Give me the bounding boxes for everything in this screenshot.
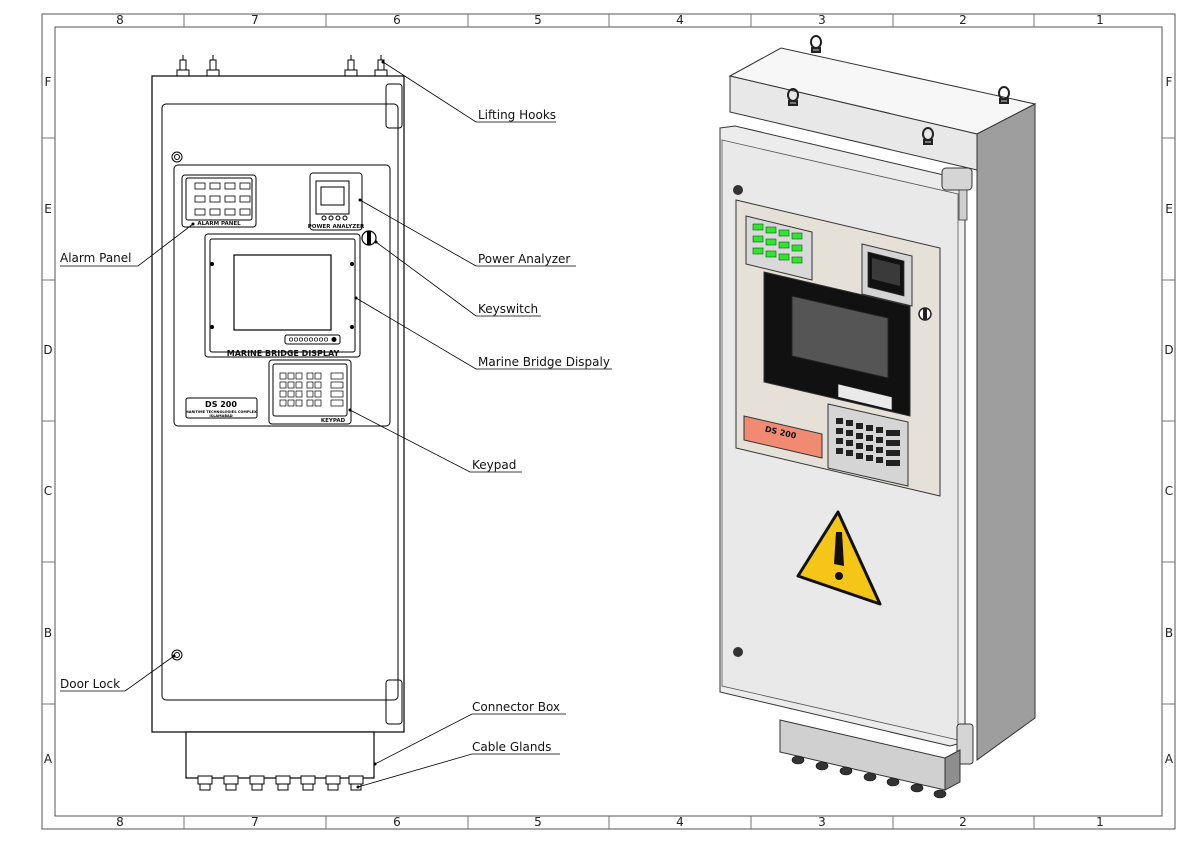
lifting-hook <box>176 55 190 77</box>
cable-gland <box>348 775 364 791</box>
connector-box <box>185 731 375 779</box>
row-label-left: D <box>43 343 52 357</box>
leader-lines <box>60 61 612 788</box>
cable-gland <box>249 775 265 791</box>
col-label-top: 4 <box>676 13 684 27</box>
col-label-top: 1 <box>1096 13 1104 27</box>
callout-connector-box: Connector Box <box>472 700 560 714</box>
col-label-top: 7 <box>251 13 259 27</box>
col-label-bottom: 4 <box>676 815 684 829</box>
col-label-top: 3 <box>818 13 826 27</box>
row-label-left: A <box>44 752 53 766</box>
row-label-left: C <box>44 484 52 498</box>
door-screw-iso-icon <box>733 185 743 195</box>
row-label-right: A <box>1165 752 1174 766</box>
col-label-bottom: 8 <box>116 815 124 829</box>
cable-glands-iso <box>791 755 947 799</box>
keypad-keys-iso <box>836 418 900 466</box>
callout-power-analyzer: Power Analyzer <box>478 252 570 266</box>
col-label-bottom: 1 <box>1096 815 1104 829</box>
callout-door-lock: Door Lock <box>60 677 120 691</box>
callout-lifting-hooks: Lifting Hooks <box>478 108 556 122</box>
isometric-view-cabinet: DS 200 <box>719 35 1037 799</box>
nameplate: DS 200 MARITIME TECHNOLOGIES COMPLEX ISL… <box>185 397 258 419</box>
keyswitch-icon <box>361 230 377 246</box>
warning-triangle-icon <box>796 510 882 606</box>
svg-text:POWER ANALYZER: POWER ANALYZER <box>308 224 365 230</box>
col-label-top: 8 <box>116 13 124 27</box>
row-label-right: F <box>1166 75 1173 89</box>
alarm-panel: ALARM PANEL <box>181 174 257 228</box>
cable-glands <box>197 775 213 791</box>
col-label-top: 2 <box>959 13 967 27</box>
door-lock-iso-icon <box>733 647 743 657</box>
keypad: KEYPAD <box>268 359 352 425</box>
row-label-left: F <box>45 75 52 89</box>
svg-text:MARITIME TECHNOLOGIES COMPLEX: MARITIME TECHNOLOGIES COMPLEX <box>185 410 257 414</box>
col-label-bottom: 2 <box>959 815 967 829</box>
row-label-right: C <box>1165 484 1173 498</box>
col-label-bottom: 7 <box>251 815 259 829</box>
svg-text:ISLAMABAD: ISLAMABAD <box>209 414 232 418</box>
door-screw-icon <box>171 151 183 163</box>
col-label-top: 5 <box>534 13 542 27</box>
door-lock-icon <box>171 649 183 661</box>
hinge <box>385 679 403 725</box>
col-label-top: 6 <box>393 13 401 27</box>
cabinet-side <box>976 103 1036 761</box>
zone-ticks <box>42 14 1175 829</box>
callout-marine-bridge-display: Marine Bridge Dispaly <box>478 355 610 369</box>
row-label-left: E <box>44 202 52 216</box>
callout-alarm-panel: Alarm Panel <box>60 251 132 265</box>
marine-bridge-display: MARINE BRIDGE DISPLAY <box>204 233 361 358</box>
cable-gland <box>223 775 239 791</box>
callout-keyswitch: Keyswitch <box>478 302 538 316</box>
row-label-left: B <box>44 626 52 640</box>
nameplate-iso <box>743 415 823 459</box>
cable-gland <box>275 775 291 791</box>
front-view-cabinet: ALARM PANEL POWER ANALYZER <box>151 55 405 791</box>
lifting-hook <box>344 55 358 77</box>
hinge-iso <box>956 723 974 765</box>
lifting-hook <box>374 55 388 77</box>
leader-arrowheads <box>172 60 385 789</box>
col-label-bottom: 3 <box>818 815 826 829</box>
lifting-hook-iso <box>787 35 1010 145</box>
cable-gland <box>300 775 316 791</box>
row-label-right: B <box>1165 626 1173 640</box>
cable-gland <box>325 775 341 791</box>
hinge <box>385 83 403 129</box>
svg-text:MARINE BRIDGE DISPLAY: MARINE BRIDGE DISPLAY <box>227 349 340 358</box>
row-label-right: D <box>1164 343 1173 357</box>
callout-cable-glands: Cable Glands <box>472 740 551 754</box>
hinge-iso <box>941 167 973 191</box>
svg-text:ALARM PANEL: ALARM PANEL <box>197 221 241 227</box>
svg-text:KEYPAD: KEYPAD <box>321 418 346 424</box>
equipment-panel <box>173 164 391 427</box>
col-label-bottom: 5 <box>534 815 542 829</box>
row-label-right: E <box>1165 202 1173 216</box>
col-label-bottom: 6 <box>393 815 401 829</box>
callout-keypad: Keypad <box>472 458 516 472</box>
lifting-hook <box>206 55 220 77</box>
alarm-leds <box>752 223 803 264</box>
svg-text:DS 200: DS 200 <box>205 400 237 409</box>
